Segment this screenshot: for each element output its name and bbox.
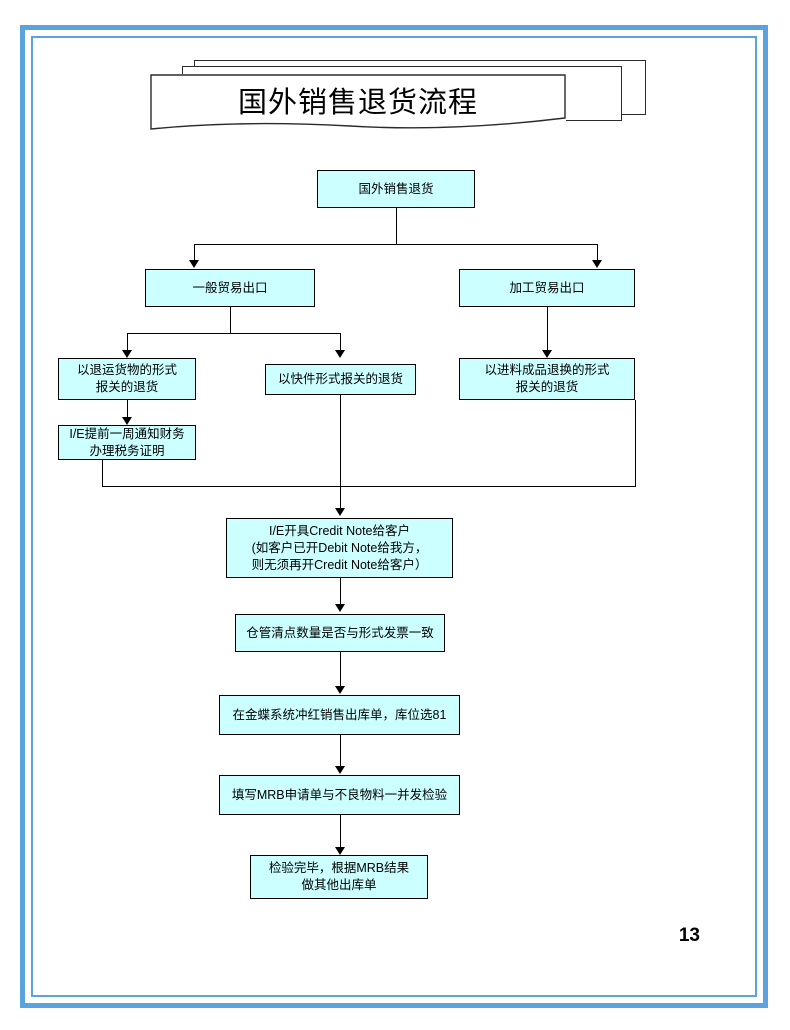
edge-processing-down xyxy=(547,307,548,355)
title-banner: 国外销售退货流程 xyxy=(150,60,650,145)
arrowhead-warehouse xyxy=(335,604,345,612)
node-material-declaration[interactable]: 以进料成品退换的形式 报关的退货 xyxy=(459,358,635,400)
edge-warehouse-down xyxy=(340,652,341,690)
node-start[interactable]: 国外销售退货 xyxy=(317,170,475,208)
node-kingdee-reverse-entry[interactable]: 在金蝶系统冲红销售出库单，库位选81 xyxy=(219,695,460,735)
node-inspection-complete[interactable]: 检验完毕，根据MRB结果 做其他出库单 xyxy=(250,855,428,899)
page-number: 13 xyxy=(678,925,700,946)
arrowhead-general xyxy=(189,260,199,268)
arrowhead-return-goods xyxy=(122,350,132,358)
edge-kingdee-down xyxy=(340,735,341,770)
edge-start-down xyxy=(396,208,397,244)
edge-to-express xyxy=(340,333,341,355)
node-general-trade-export[interactable]: 一般贸易出口 xyxy=(145,269,315,307)
arrowhead-express xyxy=(335,350,345,358)
arrowhead-kingdee xyxy=(335,686,345,694)
edge-to-return-goods xyxy=(127,333,128,355)
edge-material-down xyxy=(635,400,636,486)
edge-to-general xyxy=(194,244,195,266)
node-ie-tax-notice[interactable]: I/E提前一周通知财务 办理税务证明 xyxy=(58,425,196,460)
edge-split-bar-1 xyxy=(194,244,598,245)
edge-mrb-down xyxy=(340,815,341,851)
arrowhead-inspect xyxy=(335,847,345,855)
edge-general-down xyxy=(230,307,231,333)
node-credit-note[interactable]: I/E开具Credit Note给客户 (如客户已开Debit Note给我方，… xyxy=(226,518,453,578)
banner-sheet-front xyxy=(150,74,566,134)
node-mrb-application[interactable]: 填写MRB申请单与不良物料一并发检验 xyxy=(219,775,460,815)
page-title: 国外销售退货流程 xyxy=(237,87,478,119)
node-warehouse-check[interactable]: 仓管清点数量是否与形式发票一致 xyxy=(235,614,445,652)
edge-creditnote-down xyxy=(340,578,341,608)
arrowhead-ietax xyxy=(122,417,132,425)
edge-return-to-ietax xyxy=(127,400,128,422)
node-express-declaration[interactable]: 以快件形式报关的退货 xyxy=(265,364,416,395)
edge-express-down xyxy=(340,395,341,486)
arrowhead-credit-note xyxy=(335,508,345,516)
edge-to-processing xyxy=(597,244,598,266)
edge-to-credit-note xyxy=(340,486,341,511)
arrowhead-processing xyxy=(592,260,602,268)
edge-merge-bar xyxy=(102,486,636,487)
arrowhead-mrb xyxy=(335,766,345,774)
arrowhead-material xyxy=(542,350,552,358)
node-return-goods-declaration[interactable]: 以退运货物的形式 报关的退货 xyxy=(58,358,196,400)
edge-ietax-down xyxy=(102,460,103,486)
node-processing-trade-export[interactable]: 加工贸易出口 xyxy=(459,269,635,307)
edge-split-bar-2 xyxy=(127,333,341,334)
